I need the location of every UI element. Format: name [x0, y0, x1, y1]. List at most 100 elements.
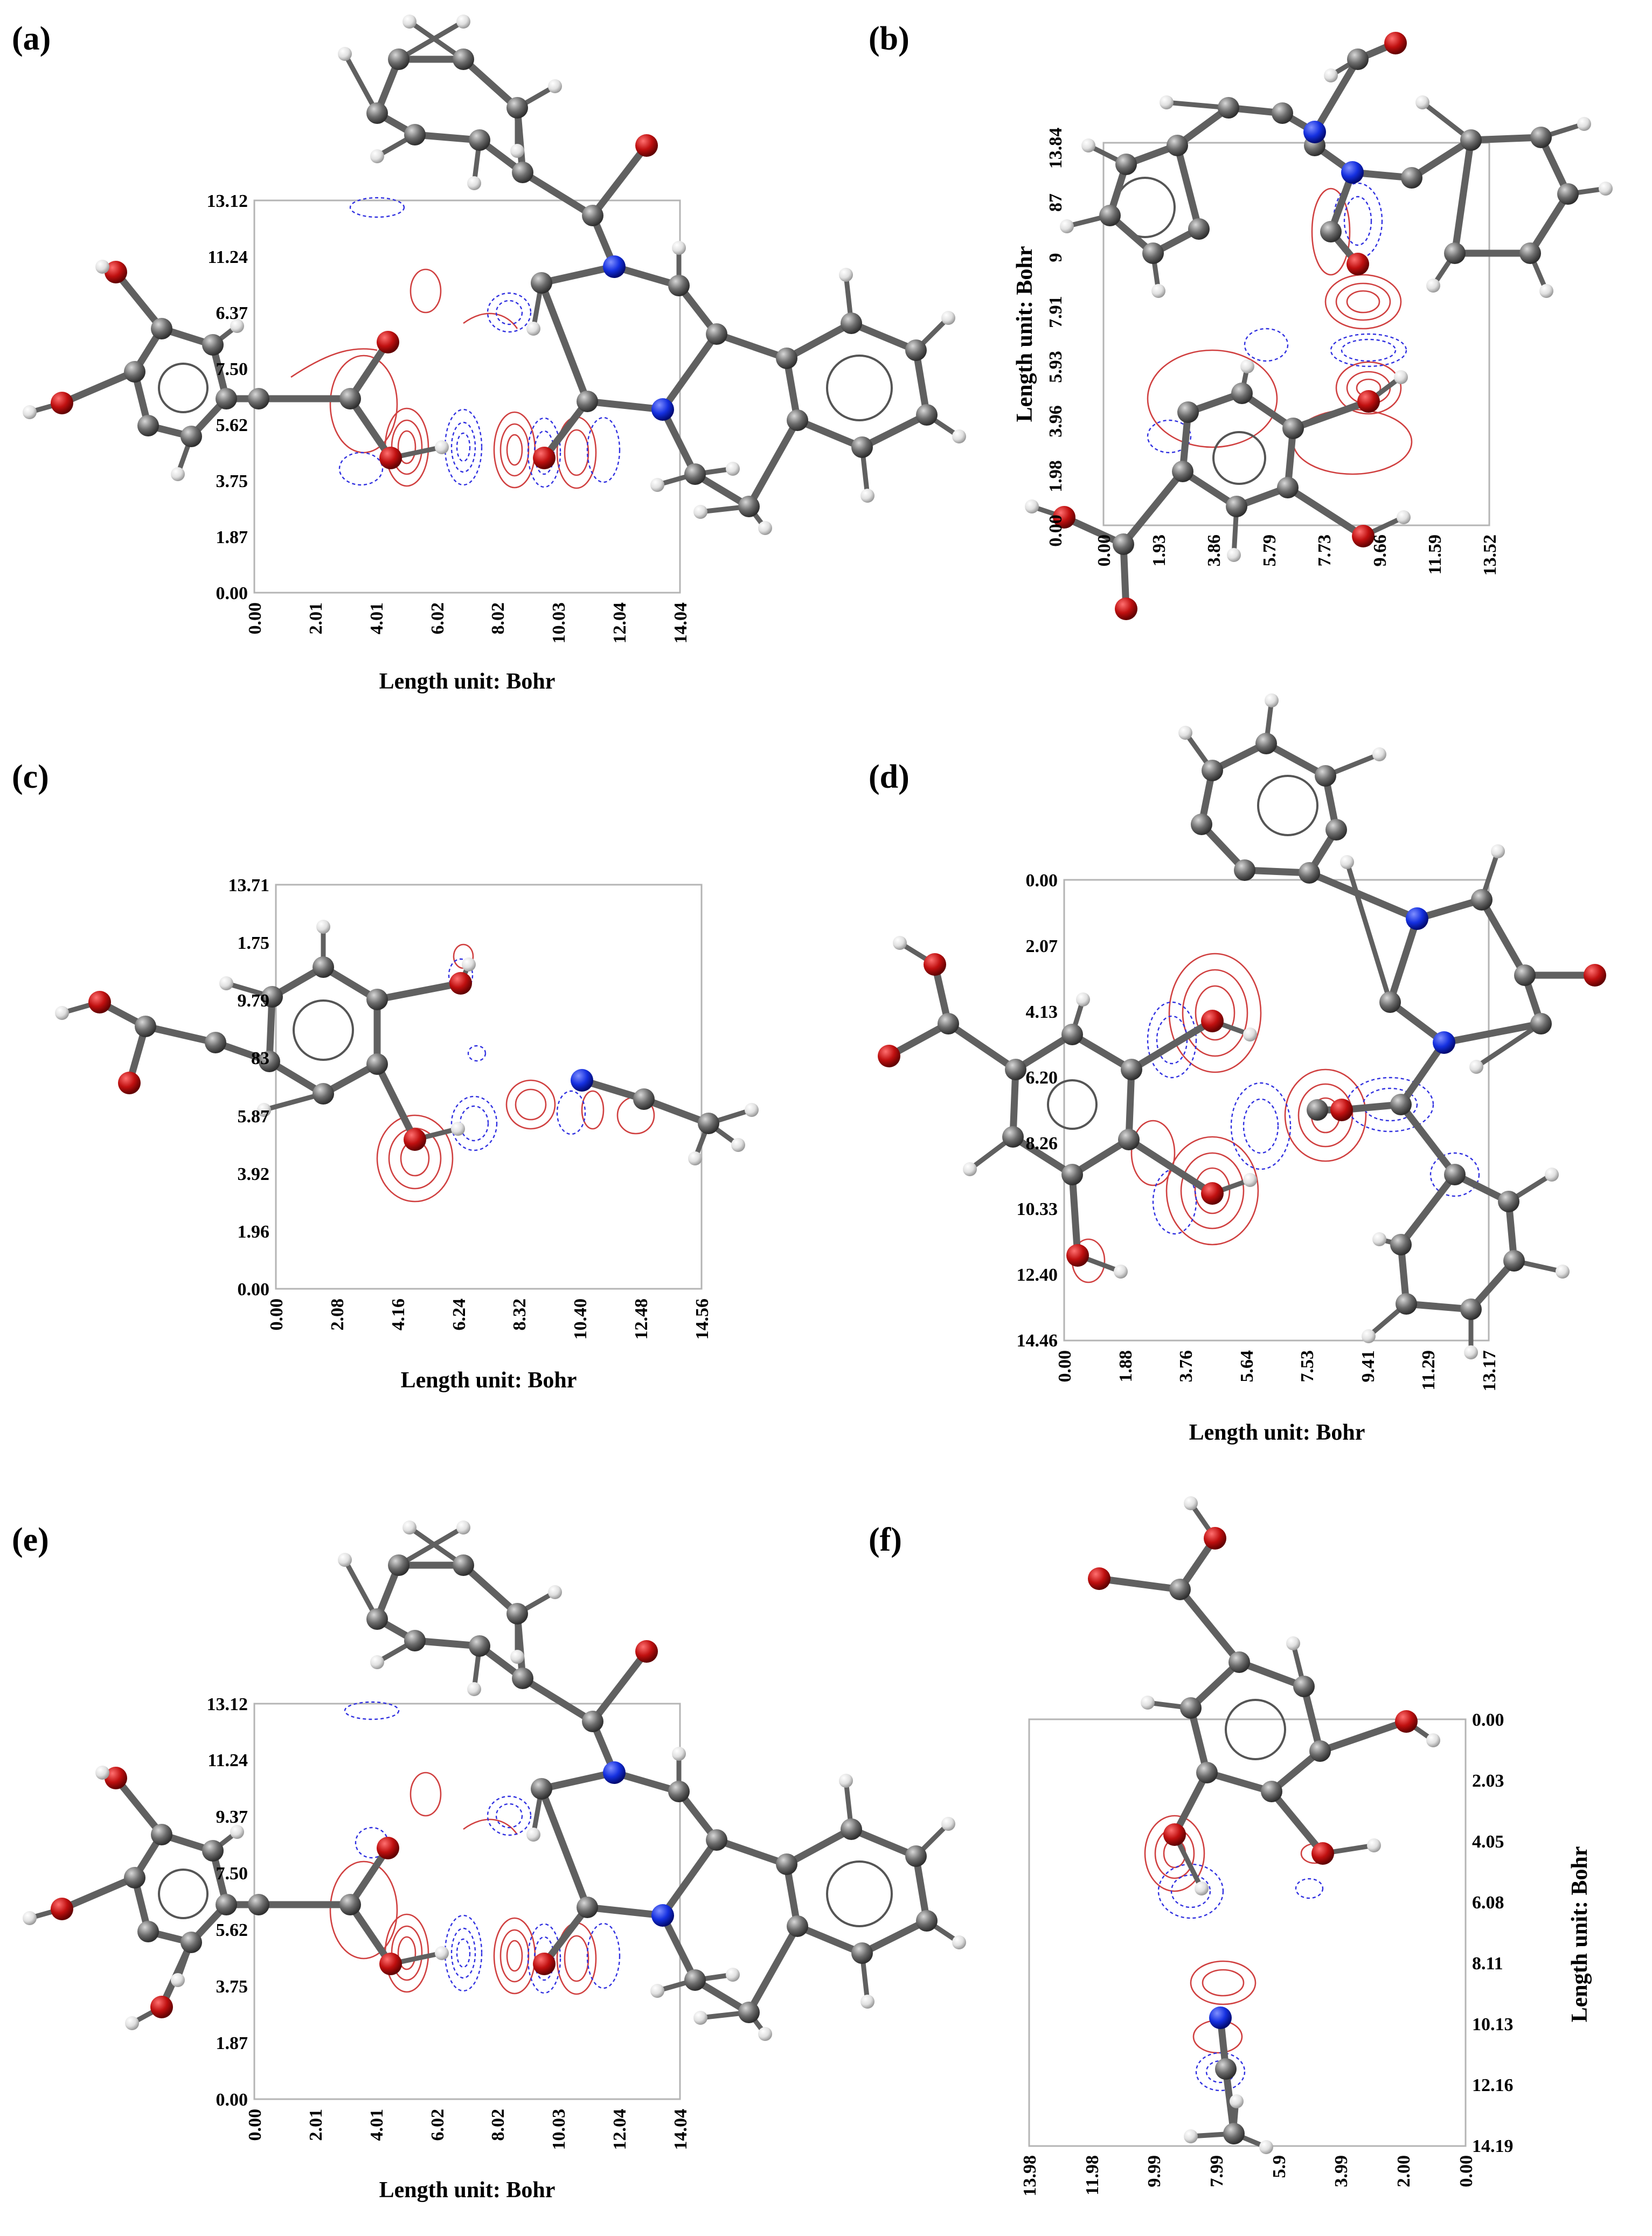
oxygen-atom — [533, 447, 556, 469]
hydrogen-atom — [95, 1766, 109, 1780]
carbon-atom — [404, 124, 426, 145]
y-tick: 3.96 — [1046, 405, 1066, 438]
panel-b: (b) 0.00 1.98 3.96 5.93 7.91 9 87 13 — [869, 20, 1613, 620]
bond — [858, 411, 931, 451]
bond — [584, 1904, 667, 1919]
nitrogen-atom — [571, 1069, 593, 1092]
hydrogen-atom — [456, 15, 470, 29]
bond — [112, 268, 165, 332]
hydrogen-atom — [672, 241, 686, 255]
hydrogen-atom — [1415, 95, 1429, 109]
carbon-atom — [313, 956, 334, 978]
y-tick: 0.00 — [238, 1280, 270, 1300]
panel-label-c: (c) — [12, 759, 49, 795]
bond — [1397, 1039, 1448, 1108]
hydrogen-atom — [745, 1103, 759, 1117]
carbon-atom — [1272, 102, 1293, 124]
bond — [1467, 134, 1545, 144]
x-tick: 4.01 — [367, 2109, 387, 2141]
carbon-atom — [1218, 97, 1239, 119]
x-tick: 13.52 — [1480, 534, 1500, 576]
y-tick: 0.00 — [1026, 871, 1058, 891]
carbon-atom — [1231, 383, 1253, 404]
oxygen-atom — [118, 1072, 141, 1094]
hydrogen-atom — [95, 260, 109, 274]
carbon-atom — [698, 1113, 719, 1134]
oxygen-atom — [1115, 598, 1137, 620]
hydrogen-atom — [952, 429, 966, 443]
carbon-atom — [248, 388, 269, 409]
hydrogen-atom — [1151, 284, 1165, 298]
bond — [1467, 1257, 1518, 1313]
y-tick: 83 — [251, 1048, 269, 1068]
carbon-atom — [1401, 167, 1422, 189]
y-tick: 10.13 — [1472, 2015, 1514, 2034]
carbon-atom — [1293, 1676, 1315, 1697]
carbon-atom — [1191, 814, 1212, 835]
hydrogen-atom — [952, 1935, 966, 1949]
bond — [142, 1023, 219, 1046]
x-tick: 5.64 — [1237, 1350, 1257, 1383]
carbon-atom — [404, 1630, 426, 1651]
hydrogen-atom — [1372, 747, 1386, 761]
bond — [58, 368, 138, 407]
hydrogen-atom — [1394, 370, 1408, 384]
hydrogen-atom — [693, 505, 707, 519]
nitrogen-atom — [651, 1904, 674, 1927]
bond — [659, 330, 720, 413]
carbon-atom — [151, 318, 172, 339]
y-tick: 2.03 — [1472, 1771, 1504, 1791]
hydrogen-atom — [435, 1946, 449, 1960]
bond — [1125, 1066, 1135, 1143]
panel-label-b: (b) — [869, 20, 910, 57]
hydrogen-atom — [1464, 1345, 1478, 1359]
y-tick: 1.87 — [216, 527, 248, 547]
y-tick: 1.87 — [216, 2033, 248, 2053]
bond — [538, 279, 591, 405]
carbon-atom — [216, 1894, 237, 1915]
bond — [783, 1825, 855, 1868]
hydrogen-atom — [230, 1825, 244, 1839]
x-tick: 1.93 — [1149, 534, 1169, 567]
x-tick: 0.00 — [1094, 534, 1114, 567]
y-ticks-b: 0.00 1.98 3.96 5.93 7.91 9 87 13.84 — [1046, 128, 1066, 547]
carbon-atom — [1118, 1129, 1140, 1150]
hydrogen-atom — [510, 1650, 524, 1664]
y-tick: 87 — [1046, 193, 1066, 212]
bond — [540, 398, 591, 462]
carbon-atom — [916, 1910, 938, 1932]
x-ticks-f: 13.98 11.98 9.99 7.99 5.9 3.99 2.00 0.00 — [1020, 2155, 1476, 2197]
contours-d — [1071, 953, 1480, 1283]
bond — [58, 1874, 138, 1913]
bond — [659, 1836, 720, 1919]
carbon-atom — [248, 1894, 269, 1915]
hydrogen-atom — [526, 322, 540, 336]
hydrogen-atom — [456, 1520, 470, 1534]
plot-frame-b — [1102, 142, 1490, 526]
bond — [794, 416, 866, 451]
carbon-atom — [205, 1032, 226, 1053]
hydrogen-atom — [23, 405, 37, 419]
x-tick: 0.00 — [267, 1298, 287, 1331]
bond — [1262, 740, 1329, 780]
hydrogen-atom — [370, 1655, 384, 1669]
bond — [1300, 1683, 1324, 1755]
oxygen-atom — [1066, 1244, 1089, 1267]
carbon-atom — [684, 463, 706, 485]
carbon-atom — [339, 388, 361, 409]
hydrogen-atom — [758, 2027, 772, 2041]
bond — [112, 1774, 165, 1838]
bond — [1403, 1300, 1475, 1313]
bond — [848, 1825, 920, 1860]
y-tick: 13.12 — [207, 1695, 248, 1714]
hydrogen-atom — [1025, 499, 1039, 513]
carbon-atom — [366, 989, 388, 1010]
carbon-atom — [506, 97, 528, 119]
oxygen-atom — [878, 1045, 900, 1067]
x-tick: 2.01 — [306, 2109, 326, 2141]
carbon-atom — [1142, 242, 1164, 264]
oxygen-atom — [377, 1837, 399, 1859]
y-tick: 5.62 — [216, 415, 248, 435]
bond — [1397, 1101, 1459, 1178]
carbon-atom — [512, 1668, 533, 1689]
